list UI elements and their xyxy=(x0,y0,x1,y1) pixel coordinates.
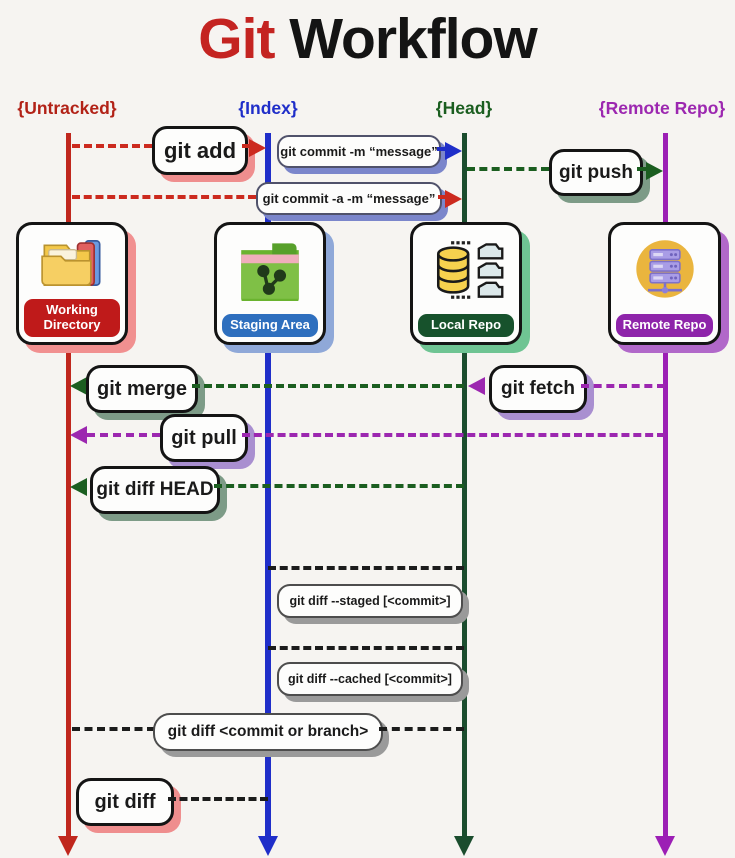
git-diff-cached-box: git diff --cached [<commit>] xyxy=(277,662,463,696)
git-pull-arrowhead-icon xyxy=(70,426,87,444)
git-diff-cached-connector xyxy=(268,646,464,650)
untracked-lifeline xyxy=(66,133,71,838)
title-word-workflow: Workflow xyxy=(289,7,537,71)
station-staging-area: Staging Area xyxy=(214,222,326,345)
git-diff-head-box: git diff HEAD xyxy=(90,466,220,514)
git-fetch-arrowhead-icon xyxy=(468,377,485,395)
git-diff-connector xyxy=(168,797,268,801)
head-arrowhead-icon xyxy=(454,836,474,856)
remote-lifeline xyxy=(663,133,668,838)
git-commit-am-arrowhead-icon xyxy=(445,190,462,208)
lane-header-index: {Index} xyxy=(238,98,298,118)
git-add-box: git add xyxy=(152,126,248,175)
database-icon xyxy=(413,225,519,311)
git-diff-commit-branch-box: git diff <commit or branch> xyxy=(153,713,383,751)
git-push-arrowhead-icon xyxy=(646,162,663,180)
git-diff-head-arrowhead-icon xyxy=(70,478,87,496)
head-lifeline xyxy=(462,133,467,838)
lane-header-head: {Head} xyxy=(435,98,493,118)
page-title: Git Workflow xyxy=(0,6,735,72)
station-label: Remote Repo xyxy=(616,314,713,337)
git-diff-box: git diff xyxy=(76,778,174,826)
station-label: Staging Area xyxy=(222,314,318,337)
station-local-repo: Local Repo xyxy=(410,222,522,345)
git-diff-commit-branch-connector xyxy=(72,727,155,731)
git-diff-staged-box: git diff --staged [<commit>] xyxy=(277,584,463,618)
git-commit-am-connector xyxy=(438,195,446,199)
station-remote-repo: Remote Repo xyxy=(608,222,721,345)
untracked-arrowhead-icon xyxy=(58,836,78,856)
git-commit-m-connector xyxy=(437,147,446,151)
lane-header-untracked: {Untracked} xyxy=(17,98,117,118)
git-commit-m-arrowhead-icon xyxy=(445,142,462,160)
station-label: Local Repo xyxy=(418,314,514,337)
git-pull-box: git pull xyxy=(160,414,248,462)
git-commit-am-connector xyxy=(72,195,256,199)
git-fetch-connector xyxy=(581,384,665,388)
folders-icon xyxy=(19,225,125,296)
server-icon xyxy=(611,225,718,311)
git-push-connector xyxy=(467,167,549,171)
station-working-directory: Working Directory xyxy=(16,222,128,345)
remote-arrowhead-icon xyxy=(655,836,675,856)
git-folder-icon xyxy=(217,225,323,311)
lane-header-remote: {Remote Repo} xyxy=(598,98,726,118)
git-commit-m-box: git commit -m “message” xyxy=(277,135,441,168)
git-diff-head-connector xyxy=(214,484,464,488)
git-pull-connector xyxy=(242,433,665,437)
git-fetch-box: git fetch xyxy=(489,365,587,413)
git-diff-staged-connector xyxy=(268,566,464,570)
git-diff-commit-branch-connector xyxy=(379,727,464,731)
station-label: Working Directory xyxy=(24,299,120,337)
git-push-connector xyxy=(637,167,647,171)
git-add-connector xyxy=(242,144,251,148)
git-merge-arrowhead-icon xyxy=(70,377,87,395)
git-commit-am-box: git commit -a -m “message” xyxy=(256,182,442,215)
title-word-git: Git xyxy=(198,7,275,71)
git-push-box: git push xyxy=(549,149,643,196)
git-merge-box: git merge xyxy=(86,365,198,413)
index-arrowhead-icon xyxy=(258,836,278,856)
git-merge-connector xyxy=(192,384,464,388)
git-add-connector xyxy=(72,144,152,148)
git-pull-connector xyxy=(87,433,160,437)
git-add-arrowhead-icon xyxy=(249,139,266,157)
